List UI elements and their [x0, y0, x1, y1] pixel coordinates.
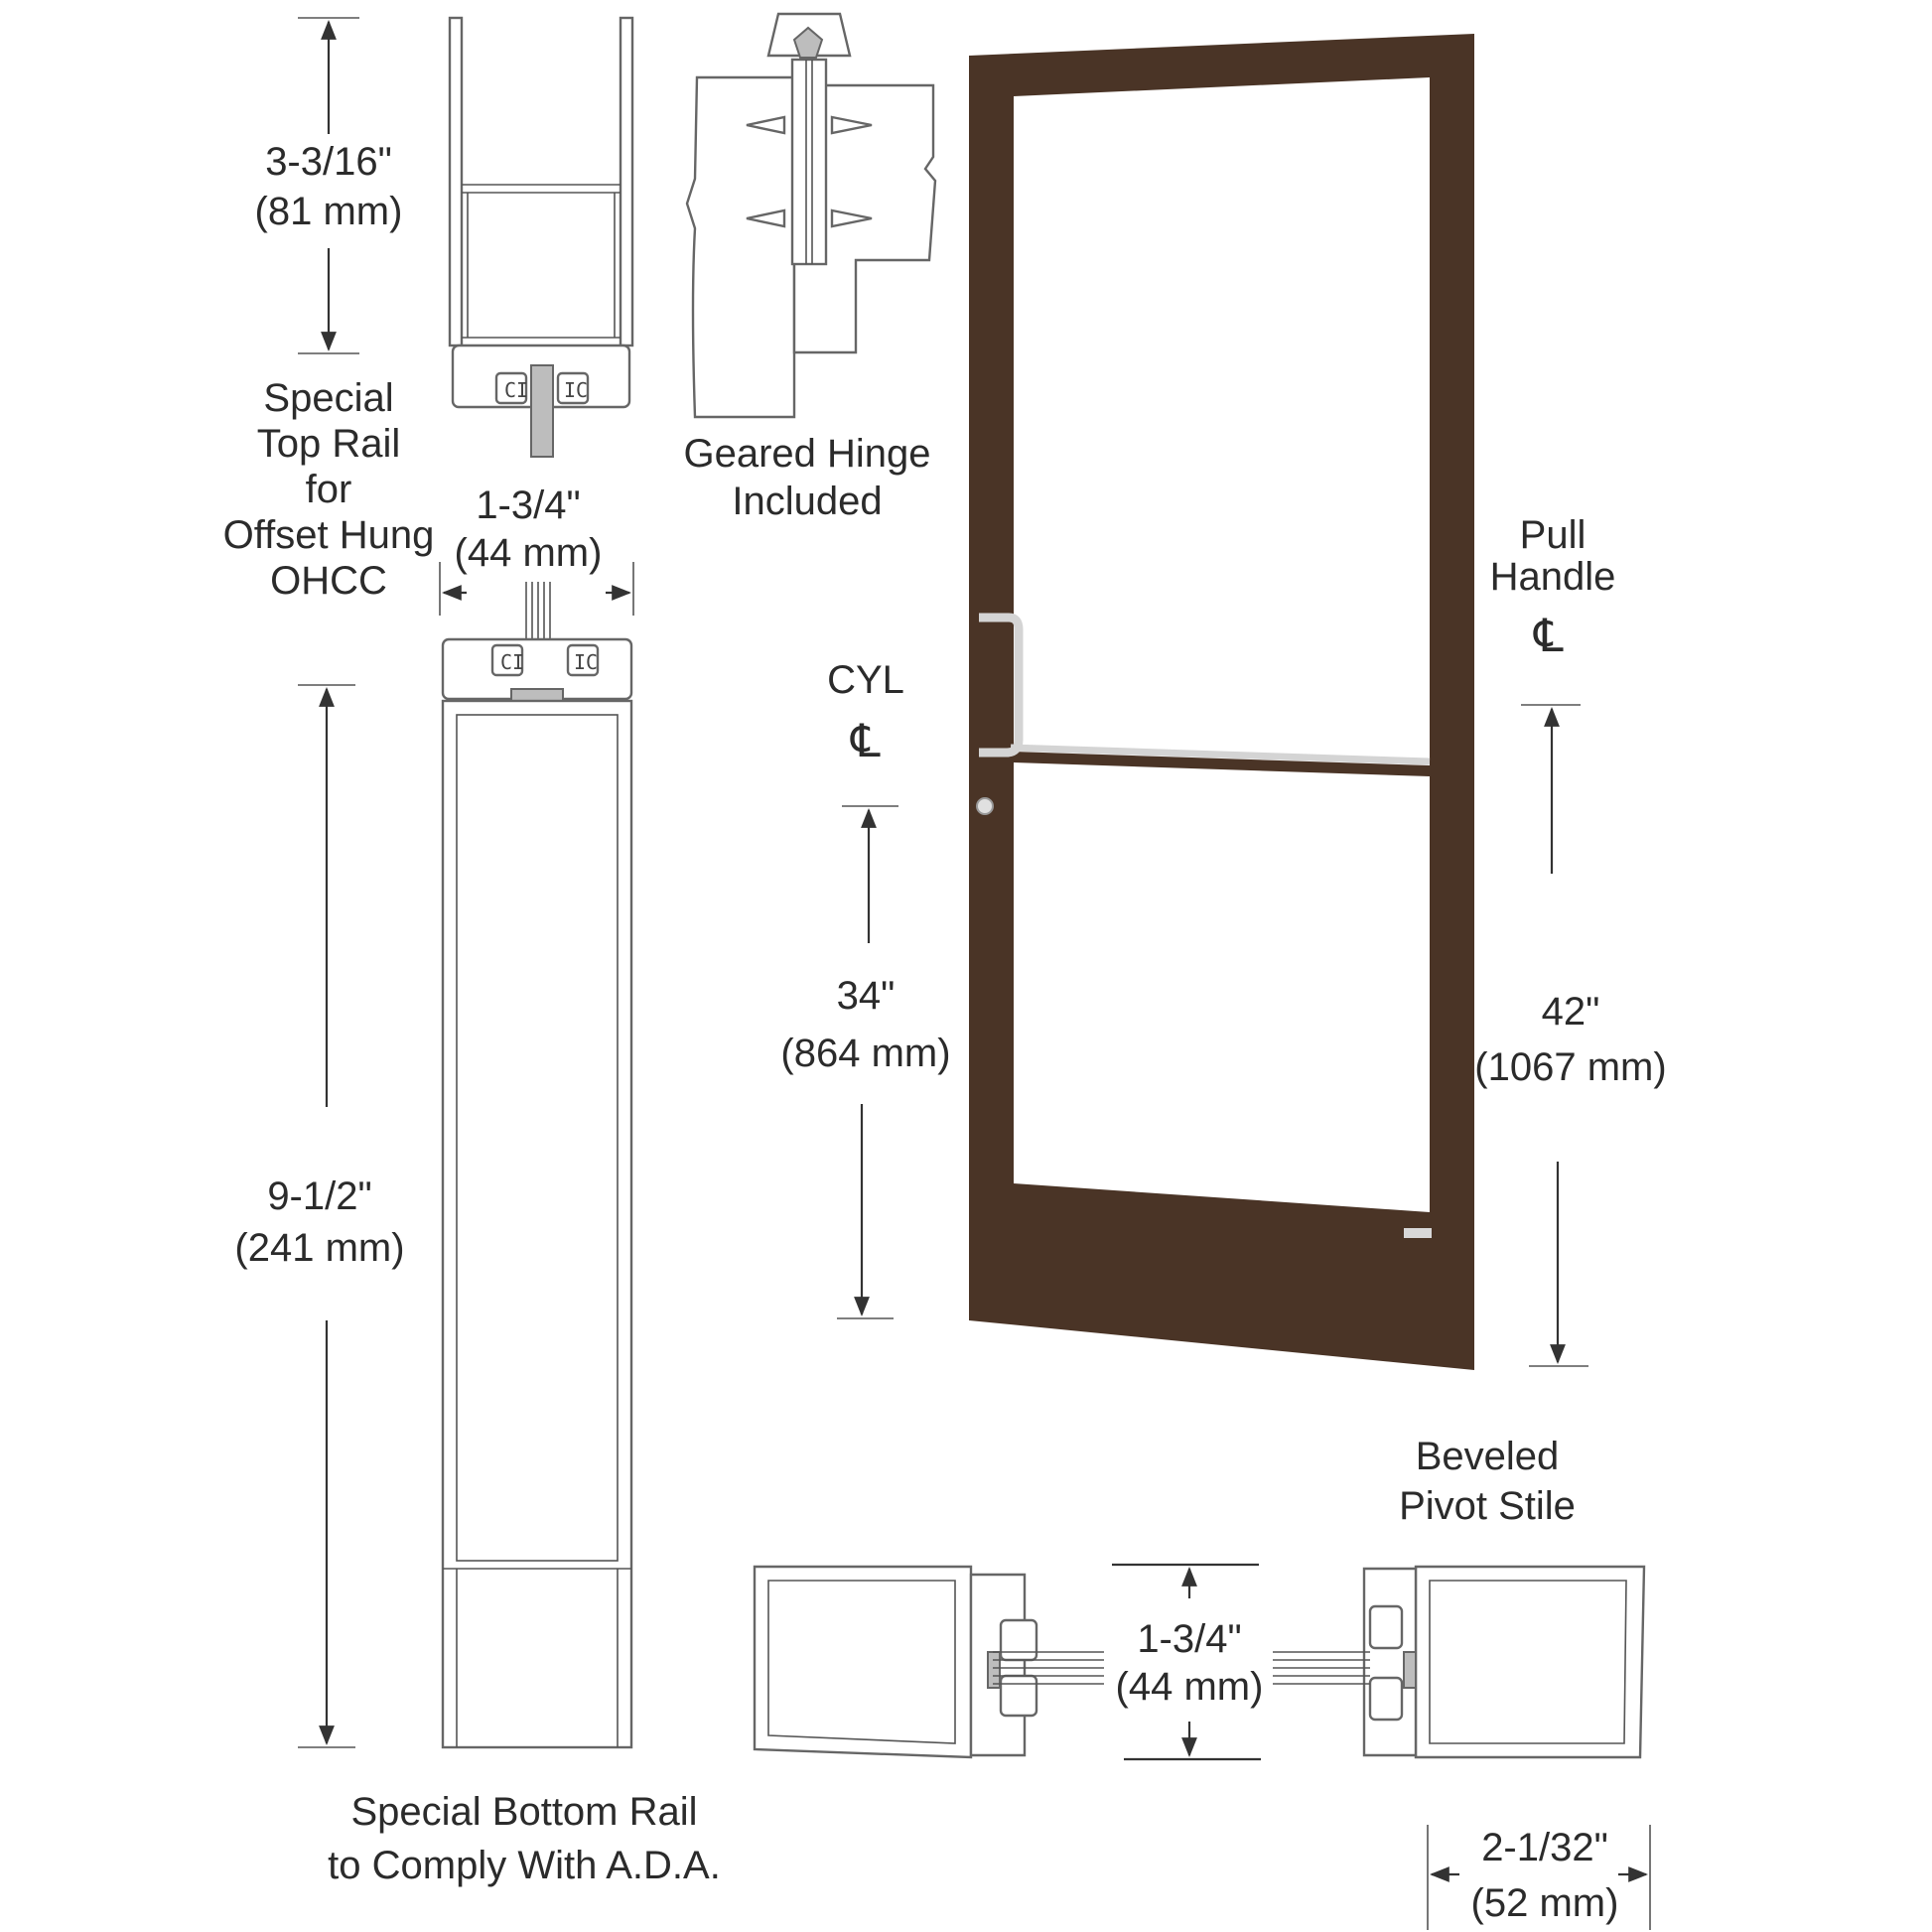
top-rail-caption-1: Special — [263, 376, 393, 420]
pivot-depth-in: 1-3/4" — [1137, 1617, 1241, 1661]
top-rail-section: 3-3/16" (81 mm) CI IC Special Top Rail f… — [223, 16, 634, 603]
door-label-plate — [1404, 1228, 1432, 1238]
pull-dim-in: 42" — [1542, 990, 1600, 1034]
door-elevation — [969, 34, 1474, 1370]
bottom-rail-dim-in: 9-1/2" — [267, 1174, 371, 1218]
stile-depth-dimension: 1-3/4" (44 mm) — [439, 483, 634, 616]
pivot-width-mm: (52 mm) — [1471, 1881, 1619, 1925]
pull-dim-mm: (1067 mm) — [1474, 1045, 1666, 1089]
pull-handle — [979, 613, 1024, 758]
stile-depth-in: 1-3/4" — [476, 483, 580, 527]
top-rail-caption-2: Top Rail — [257, 422, 401, 466]
svg-text:IC: IC — [574, 650, 598, 674]
bottom-rail-caption-1: Special Bottom Rail — [350, 1790, 697, 1834]
hinge-caption-1: Geared Hinge — [683, 432, 930, 476]
pull-cl-symbol: ℄ — [1533, 609, 1564, 662]
top-rail-caption-5: OHCC — [270, 559, 387, 603]
cylinder-dimension: CYL ℄ 34" (864 mm) — [780, 658, 951, 1319]
cyl-cl-symbol: ℄ — [850, 714, 881, 767]
bottom-rail-section: CI IC 9-1/2" (241 mm) Special Bottom Rai… — [234, 582, 721, 1887]
top-rail-caption-4: Offset Hung — [223, 513, 435, 557]
pivot-caption-1: Beveled — [1416, 1435, 1560, 1478]
bottom-rail-dim-mm: (241 mm) — [234, 1226, 404, 1270]
svg-text:CI: CI — [500, 650, 524, 674]
pull-label-1: Pull — [1520, 513, 1587, 557]
bottom-rail-caption-2: to Comply With A.D.A. — [328, 1844, 721, 1887]
hinge-caption-2: Included — [732, 480, 882, 523]
top-rail-dim-in: 3-3/16" — [265, 140, 392, 184]
door-glass-upper — [1014, 77, 1430, 765]
geared-hinge-detail: Geared Hinge Included — [683, 12, 937, 523]
svg-text:IC: IC — [564, 378, 588, 402]
top-rail-dim-mm: (81 mm) — [255, 190, 403, 233]
stile-depth-mm: (44 mm) — [455, 531, 603, 575]
pivot-depth-mm: (44 mm) — [1116, 1665, 1264, 1709]
push-bar — [1010, 744, 1431, 765]
cyl-label: CYL — [827, 658, 904, 702]
pivot-caption-2: Pivot Stile — [1399, 1484, 1576, 1528]
pivot-width-in: 2-1/32" — [1481, 1826, 1608, 1869]
pull-handle-dimension: Pull Handle ℄ 42" (1067 mm) — [1474, 513, 1667, 1367]
door-glass-lower — [1014, 762, 1430, 1212]
top-rail-profile: CI IC — [448, 16, 634, 458]
cyl-dim-mm: (864 mm) — [780, 1032, 950, 1075]
cyl-dim-in: 34" — [837, 974, 896, 1018]
cylinder-lock — [976, 797, 994, 815]
pull-label-2: Handle — [1490, 555, 1616, 599]
top-rail-caption-3: for — [306, 468, 352, 511]
svg-text:CI: CI — [504, 378, 528, 402]
pivot-stile-section: Beveled Pivot Stile 1-3/4" (44 mm) — [753, 1435, 1651, 1930]
